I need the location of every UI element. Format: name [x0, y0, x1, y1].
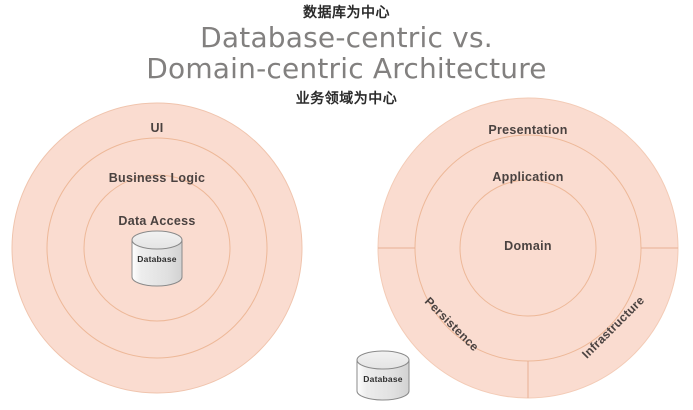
bottom-database-cylinder-label: Database — [363, 374, 402, 384]
right-architecture-circle: Presentation Application Domain Persiste… — [377, 97, 679, 399]
right-ring-label-presentation: Presentation — [488, 123, 567, 137]
left-ring-label-ui: UI — [150, 121, 163, 135]
left-database-cylinder-label: Database — [137, 254, 176, 264]
left-database-cylinder-icon[interactable]: Database — [131, 230, 183, 287]
bottom-database-cylinder-icon[interactable]: Database — [356, 350, 410, 401]
right-ring-domain[interactable] — [459, 179, 597, 317]
page-title-line-1: Database-centric vs. — [200, 21, 493, 54]
page-title: Database-centric vs. Domain-centric Arch… — [0, 22, 693, 84]
left-ring-label-business-logic: Business Logic — [109, 171, 206, 185]
annotation-database-centric: 数据库为中心 — [303, 5, 390, 21]
page-title-line-2: Domain-centric Architecture — [146, 52, 547, 85]
left-ring-label-data-access: Data Access — [118, 214, 195, 228]
annotation-domain-centric: 业务领域为中心 — [295, 91, 398, 107]
left-architecture-circle: UI Business Logic Data Access Database — [11, 102, 303, 394]
right-ring-label-domain: Domain — [504, 239, 552, 253]
right-ring-label-application: Application — [492, 170, 563, 184]
